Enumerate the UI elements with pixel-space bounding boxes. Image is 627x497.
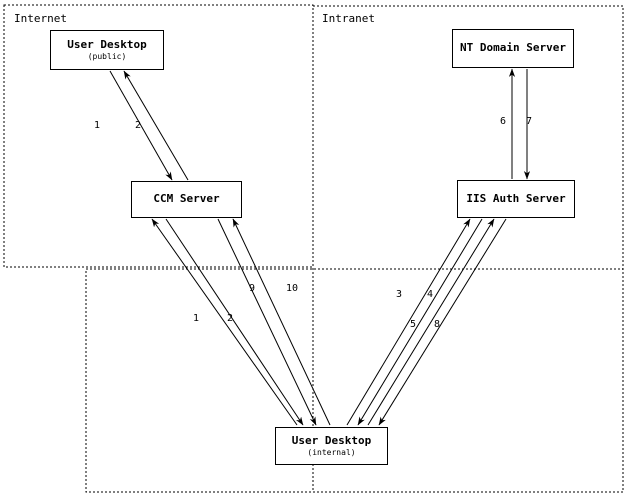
- zone-boundary-internal: [85, 268, 624, 493]
- connection-edge-8: [378, 218, 507, 426]
- node-subtitle-user-desktop-public: (public): [87, 52, 127, 62]
- connection-lines-layer: [109, 68, 531, 426]
- edge-label-edge-1-internal: 1: [193, 313, 200, 324]
- node-ccm-server[interactable]: CCM Server: [131, 181, 242, 218]
- edge-label-edge-4: 4: [427, 289, 434, 300]
- connection-edge-2-public: [123, 70, 189, 181]
- node-title-ccm-server: CCM Server: [153, 192, 220, 206]
- edge-label-edge-3: 3: [396, 289, 403, 300]
- connection-edge-9: [217, 218, 317, 426]
- edge-label-edge-6: 6: [500, 116, 507, 127]
- edge-label-edge-8: 8: [434, 319, 441, 330]
- zone-label-internet: Internet: [14, 12, 67, 25]
- edge-label-edge-1-public: 1: [94, 120, 101, 131]
- edge-label-edge-10: 10: [286, 283, 299, 294]
- zone-boundaries-layer: [3, 4, 624, 493]
- connection-edge-2-internal: [165, 218, 304, 426]
- node-title-user-desktop-internal: User Desktop: [291, 433, 372, 447]
- connection-edge-4: [357, 218, 483, 426]
- edge-label-edge-2-public: 2: [135, 120, 142, 131]
- node-title-iis-auth-server: IIS Auth Server: [466, 191, 566, 205]
- node-nt-domain-server[interactable]: NT Domain Server: [452, 29, 574, 68]
- node-user-desktop-public[interactable]: User Desktop(public): [50, 30, 164, 70]
- node-title-nt-domain-server: NT Domain Server: [460, 41, 566, 55]
- edge-label-edge-5: 5: [410, 319, 417, 330]
- connection-edge-3: [346, 218, 471, 426]
- connection-edge-5: [367, 218, 495, 426]
- connection-edge-1-internal: [151, 218, 298, 426]
- connection-edge-10: [232, 218, 331, 426]
- node-iis-auth-server[interactable]: IIS Auth Server: [457, 180, 575, 218]
- node-user-desktop-internal[interactable]: User Desktop(internal): [275, 427, 388, 465]
- zone-label-intranet: Intranet: [322, 12, 375, 25]
- node-title-user-desktop-public: User Desktop: [67, 37, 147, 51]
- edge-label-edge-7: 7: [526, 116, 533, 127]
- zone-boundary-intranet: [312, 5, 624, 493]
- connection-edge-1-public: [109, 70, 173, 181]
- node-subtitle-user-desktop-internal: (internal): [307, 448, 356, 458]
- edge-label-edge-9: 9: [249, 283, 256, 294]
- edge-label-edge-2-internal: 2: [227, 313, 234, 324]
